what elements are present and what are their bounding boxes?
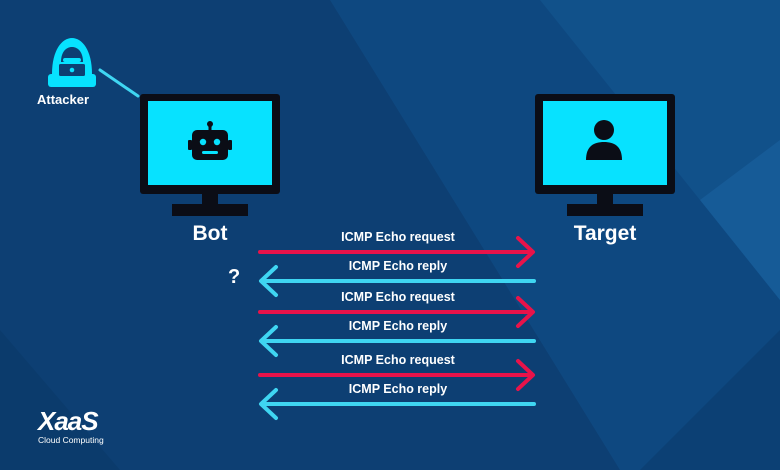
attacker-label: Attacker	[37, 92, 90, 107]
question-mark: ?	[228, 266, 241, 288]
request-arrow-2	[258, 296, 535, 328]
target-label: Target	[573, 222, 637, 245]
arrow-label-request-2: ICMP Echo request	[341, 290, 455, 304]
arrow-label-reply-1: ICMP Echo reply	[348, 259, 448, 273]
hacker-icon	[48, 38, 96, 87]
request-arrow-1	[258, 236, 535, 268]
user-icon	[586, 120, 622, 160]
logo-mark: XaaS	[38, 406, 99, 436]
arrow-label-request-1: ICMP Echo request	[341, 230, 455, 244]
bot-label: Bot	[192, 222, 228, 245]
xaas-logo: XaaS Cloud Computing	[38, 408, 104, 445]
request-arrow-3	[258, 359, 535, 391]
arrow-label-reply-3: ICMP Echo reply	[348, 382, 448, 396]
target-monitor	[535, 94, 675, 216]
logo-subtitle: Cloud Computing	[38, 435, 104, 445]
robot-icon	[188, 121, 232, 160]
arrow-label-reply-2: ICMP Echo reply	[348, 319, 448, 333]
attacker-connector-line	[98, 68, 140, 98]
arrow-label-request-3: ICMP Echo request	[341, 353, 455, 367]
reply-arrow-2	[259, 325, 536, 357]
reply-arrow-1	[259, 265, 536, 297]
reply-arrow-3	[259, 388, 536, 420]
